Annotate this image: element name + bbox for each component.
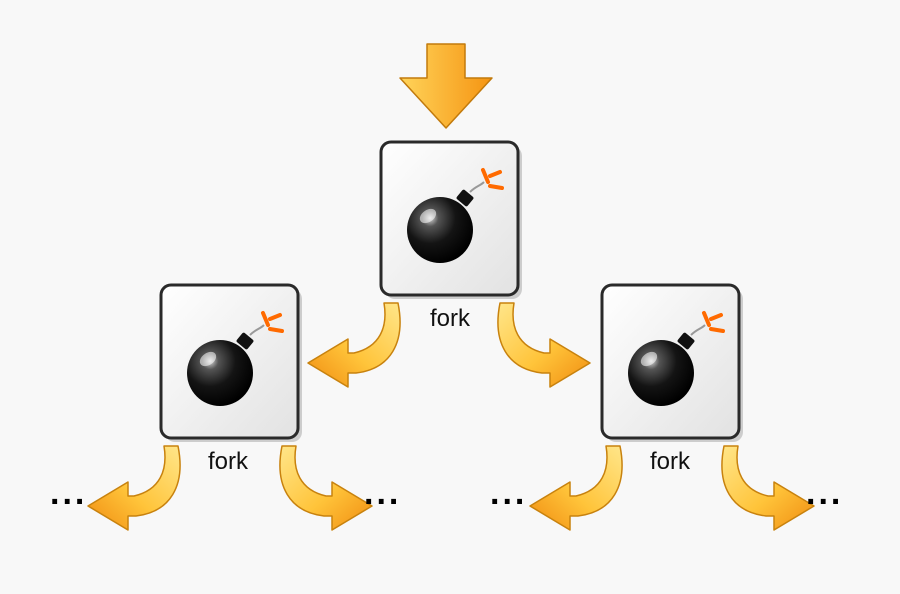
ellipsis-far-right: ... <box>806 474 844 512</box>
node-label-root: fork <box>429 305 470 332</box>
node-label-left: fork <box>207 448 248 475</box>
node-box-right <box>600 283 743 442</box>
entry-arrow-icon <box>399 43 493 129</box>
node-box-root <box>379 140 522 299</box>
ellipsis-center-right: ... <box>490 474 528 512</box>
node-label-right: fork <box>649 448 690 475</box>
node-box-left <box>159 283 302 442</box>
ellipsis-center-left: ... <box>364 474 402 512</box>
ellipsis-far-left: ... <box>50 474 88 512</box>
